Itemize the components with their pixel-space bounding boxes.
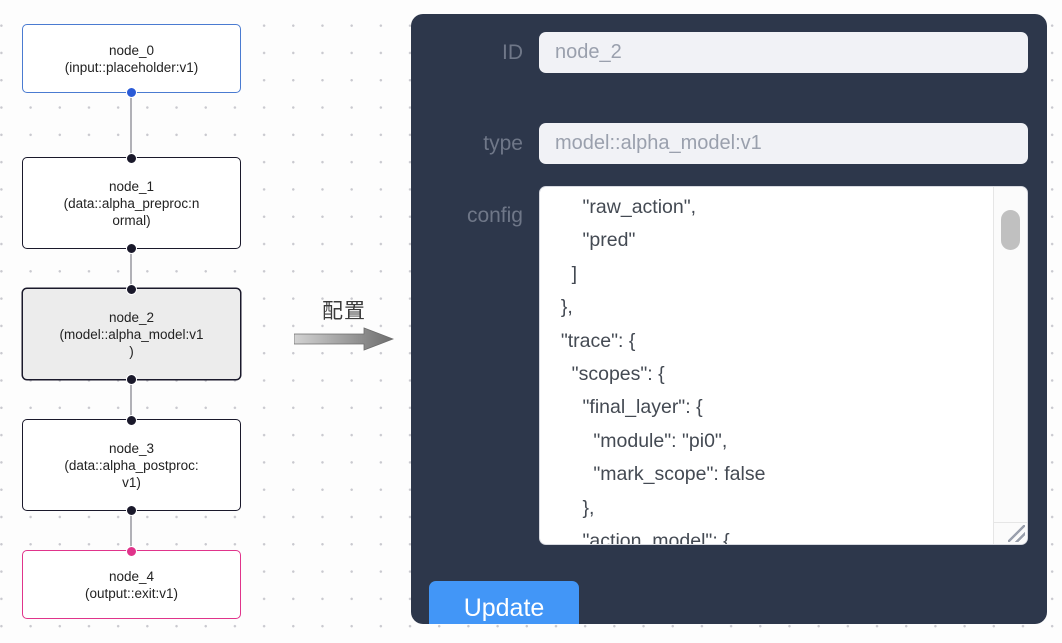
type-input[interactable] xyxy=(539,123,1028,164)
edge-node3-node4 xyxy=(130,511,132,550)
type-field-row: type xyxy=(429,123,1028,164)
node-handle-top-icon[interactable] xyxy=(126,152,137,164)
graph-node-node_1[interactable]: node_1 (data::alpha_preproc:n ormal) xyxy=(22,152,241,254)
graph-node-label: node_0 (input::placeholder:v1) xyxy=(64,42,199,75)
resize-handle-icon[interactable] xyxy=(1008,525,1025,542)
graph-node-node_3[interactable]: node_3 (data::alpha_postproc: v1) xyxy=(22,414,241,516)
node-handle-bottom-icon[interactable] xyxy=(126,504,137,516)
id-field-label: ID xyxy=(502,40,523,64)
arrow-right-icon xyxy=(293,327,395,351)
edge-node2-node3 xyxy=(130,380,132,419)
edge-node0-node1 xyxy=(130,93,132,157)
graph-node-node_4[interactable]: node_4 (output::exit:v1) xyxy=(22,545,241,619)
config-scrollbar[interactable] xyxy=(993,187,1027,544)
scrollbar-divider xyxy=(994,522,1027,523)
graph-node-label: node_1 (data::alpha_preproc:n ormal) xyxy=(63,178,200,228)
id-input[interactable] xyxy=(539,32,1028,73)
node-handle-bottom-icon[interactable] xyxy=(126,242,137,254)
node-handle-bottom-icon[interactable] xyxy=(126,373,137,385)
annotation-configure: 配置 xyxy=(289,295,399,351)
graph-node-label: node_4 (output::exit:v1) xyxy=(84,568,179,601)
node-handle-top-icon[interactable] xyxy=(126,414,137,426)
config-scrollbar-thumb[interactable] xyxy=(1001,210,1020,250)
node-handle-top-icon[interactable] xyxy=(126,545,137,557)
graph-node-label: node_2 (model::alpha_model:v1 ) xyxy=(59,309,204,359)
type-field-label: type xyxy=(483,131,523,155)
node-inspector-panel: ID type config "raw_action", "pred" ] },… xyxy=(411,14,1047,624)
graph-node-label: node_3 (data::alpha_postproc: v1) xyxy=(64,440,199,490)
config-field-label: config xyxy=(466,204,523,227)
node-handle-bottom-icon[interactable] xyxy=(126,86,137,98)
id-field-row: ID xyxy=(429,32,1028,73)
graph-node-node_0[interactable]: node_0 (input::placeholder:v1) xyxy=(22,24,241,98)
config-field-row: config "raw_action", "pred" ] }, "trace"… xyxy=(429,186,1028,545)
graph-node-node_2[interactable]: node_2 (model::alpha_model:v1 ) xyxy=(22,283,241,385)
node-graph[interactable]: node_0 (input::placeholder:v1) node_1 (d… xyxy=(0,0,400,643)
edge-node1-node2 xyxy=(130,249,132,288)
node-handle-top-icon[interactable] xyxy=(126,283,137,295)
config-textarea-wrapper[interactable]: "raw_action", "pred" ] }, "trace": { "sc… xyxy=(539,186,1028,545)
annotation-label: 配置 xyxy=(322,299,366,323)
config-textarea[interactable]: "raw_action", "pred" ] }, "trace": { "sc… xyxy=(560,196,766,544)
update-button[interactable]: Update xyxy=(429,581,579,624)
